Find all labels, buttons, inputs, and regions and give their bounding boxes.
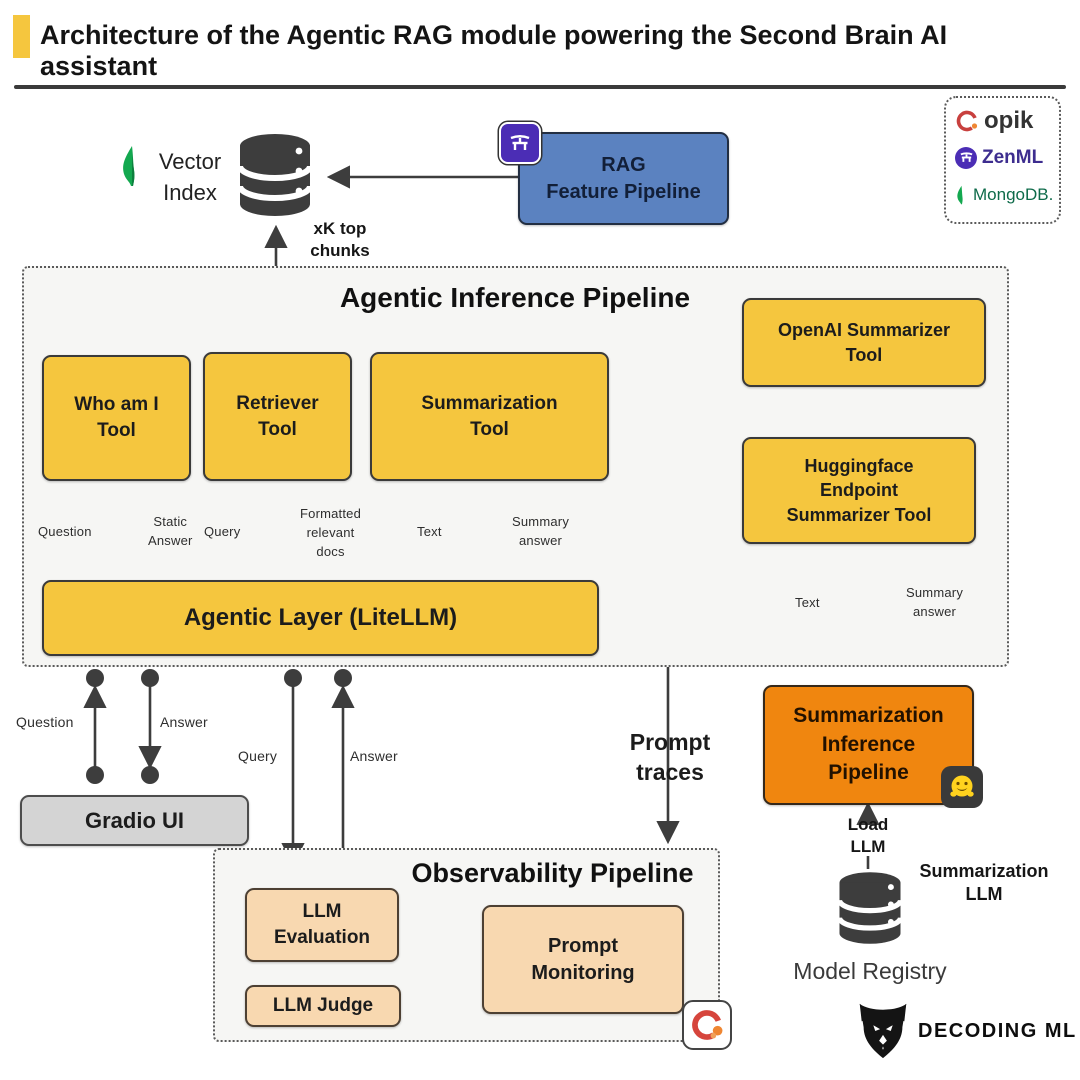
openai-summarizer-tool-box: OpenAI Summarizer Tool	[742, 298, 986, 387]
prompt-monitoring-box: Prompt Monitoring	[482, 905, 684, 1014]
decoding-ml-label: DECODING ML	[918, 1020, 1077, 1042]
label-hf-summary-answer: Summary answer	[906, 585, 964, 619]
summarization-llm-label: Summarization LLM	[919, 861, 1049, 905]
load-llm-label: Load LLM	[847, 815, 889, 857]
model-registry-label: Model Registry	[793, 958, 947, 984]
label-text: Text	[417, 524, 442, 539]
gradio-ui-box: Gradio UI	[20, 795, 249, 846]
opik-icon	[956, 110, 978, 131]
label-question: Question	[38, 524, 92, 539]
prompt-traces-label: Prompt traces	[629, 729, 711, 785]
agentic-layer-box: Agentic Layer (LiteLLM)	[42, 580, 599, 656]
label-formatted-docs: Formatted relevant docs	[300, 506, 362, 559]
huggingface-summarizer-tool-box: Huggingface Endpoint Summarizer Tool	[742, 437, 976, 544]
vector-index-database-icon	[237, 134, 313, 216]
retriever-tool-box: Retriever Tool	[203, 352, 352, 481]
label-hf-text: Text	[795, 595, 820, 610]
page-title: Architecture of the Agentic RAG module p…	[40, 20, 948, 81]
agentic-inference-pipeline-title: Agentic Inference Pipeline	[339, 282, 691, 313]
who-am-i-tool-box: Who am I Tool	[42, 355, 191, 481]
zenml-logo: ZenML	[946, 139, 1059, 176]
vector-index-label: Vector Index	[158, 149, 222, 205]
opik-badge-icon	[682, 1000, 732, 1050]
label-static-answer: Static Answer	[148, 514, 193, 548]
label-gradio-answer: Answer	[160, 714, 208, 730]
model-registry-database-icon	[836, 872, 904, 944]
label-summary-answer: Summary answer	[512, 514, 570, 548]
header-divider	[14, 85, 1066, 89]
rag-feature-pipeline-box: RAG Feature Pipeline	[518, 132, 729, 225]
summarization-inference-pipeline-box: Summarization Inference Pipeline	[763, 685, 974, 805]
decoding-ml-wolf-icon	[859, 1003, 907, 1059]
logo-panel: opik ZenML MongoDB.	[944, 96, 1061, 224]
zenml-badge-icon	[499, 122, 541, 164]
mongodb-icon	[957, 185, 963, 204]
title-accent-bar	[13, 15, 30, 58]
mongodb-leaf-icon	[123, 146, 135, 186]
chunks-label: xK top chunks	[310, 219, 370, 261]
llm-evaluation-box: LLM Evaluation	[245, 888, 399, 962]
summarization-tool-box: Summarization Tool	[370, 352, 609, 481]
opik-label: opik	[984, 106, 1034, 134]
label-obs-answer: Answer	[350, 748, 398, 764]
mongodb-label: MongoDB.	[973, 184, 1054, 204]
zenml-icon	[955, 146, 977, 169]
llm-judge-box: LLM Judge	[245, 985, 401, 1027]
mongodb-logo: MongoDB.	[946, 176, 1059, 213]
huggingface-badge-icon	[941, 766, 983, 808]
label-query: Query	[204, 524, 241, 539]
label-gradio-question: Question	[16, 714, 74, 730]
label-obs-query: Query	[238, 748, 278, 764]
zenml-label: ZenML	[982, 146, 1044, 168]
observability-pipeline-title: Observability Pipeline	[411, 858, 694, 888]
opik-logo: opik	[946, 102, 1059, 139]
